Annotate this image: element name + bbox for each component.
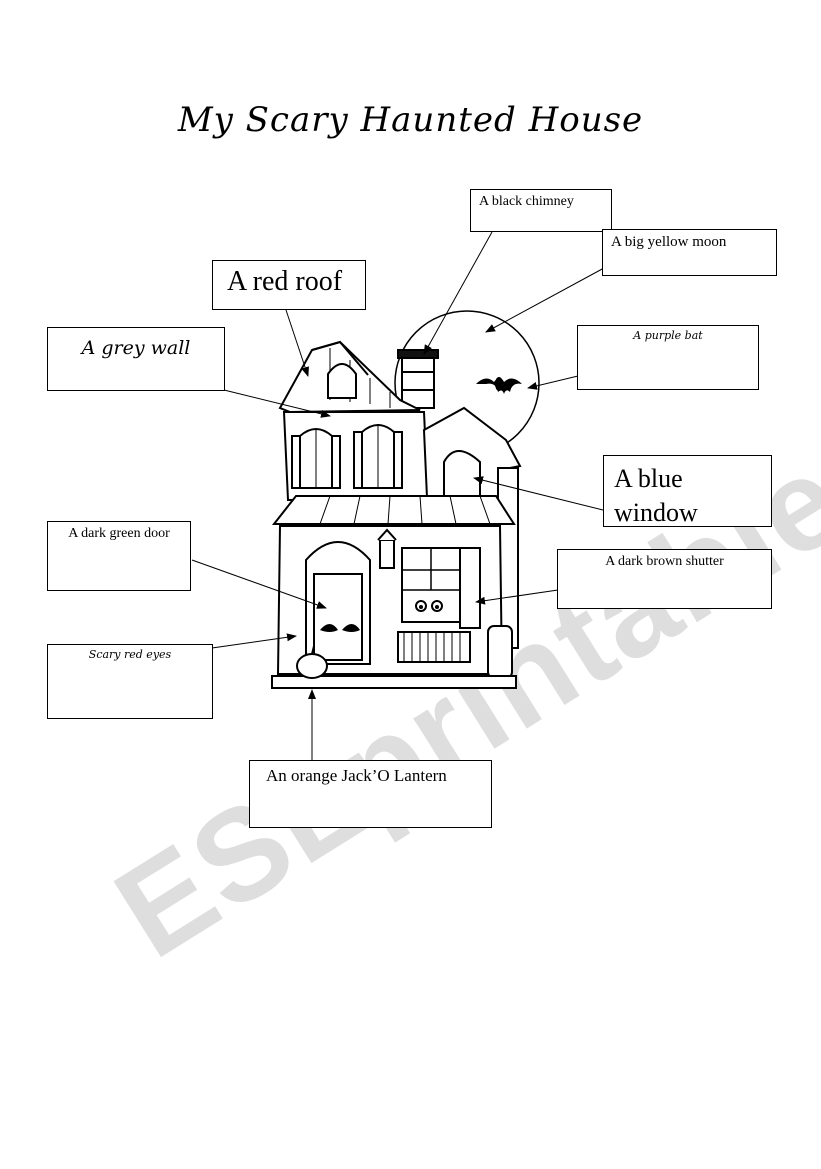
label-box-shutter: A dark brown shutter <box>557 549 772 609</box>
house-shape <box>271 340 522 689</box>
page-title: My Scary Haunted House <box>177 100 644 140</box>
door-eyes <box>320 624 360 632</box>
label-box-window: A blue window <box>603 455 772 527</box>
label-box-wall: A grey wall <box>47 327 225 391</box>
bat-icon <box>476 377 522 394</box>
label-box-chimney: A black chimney <box>470 189 612 232</box>
label-box-door: A dark green door <box>47 521 191 591</box>
label-box-roof: A red roof <box>212 260 366 310</box>
label-box-moon: A big yellow moon <box>602 229 777 276</box>
label-box-eyes: Scary red eyes <box>47 644 213 719</box>
label-box-lantern: An orange Jack’O Lantern <box>249 760 492 828</box>
pointer-lines <box>191 231 605 762</box>
window-eyes <box>415 600 443 612</box>
label-box-bat: A purple bat <box>577 325 759 390</box>
